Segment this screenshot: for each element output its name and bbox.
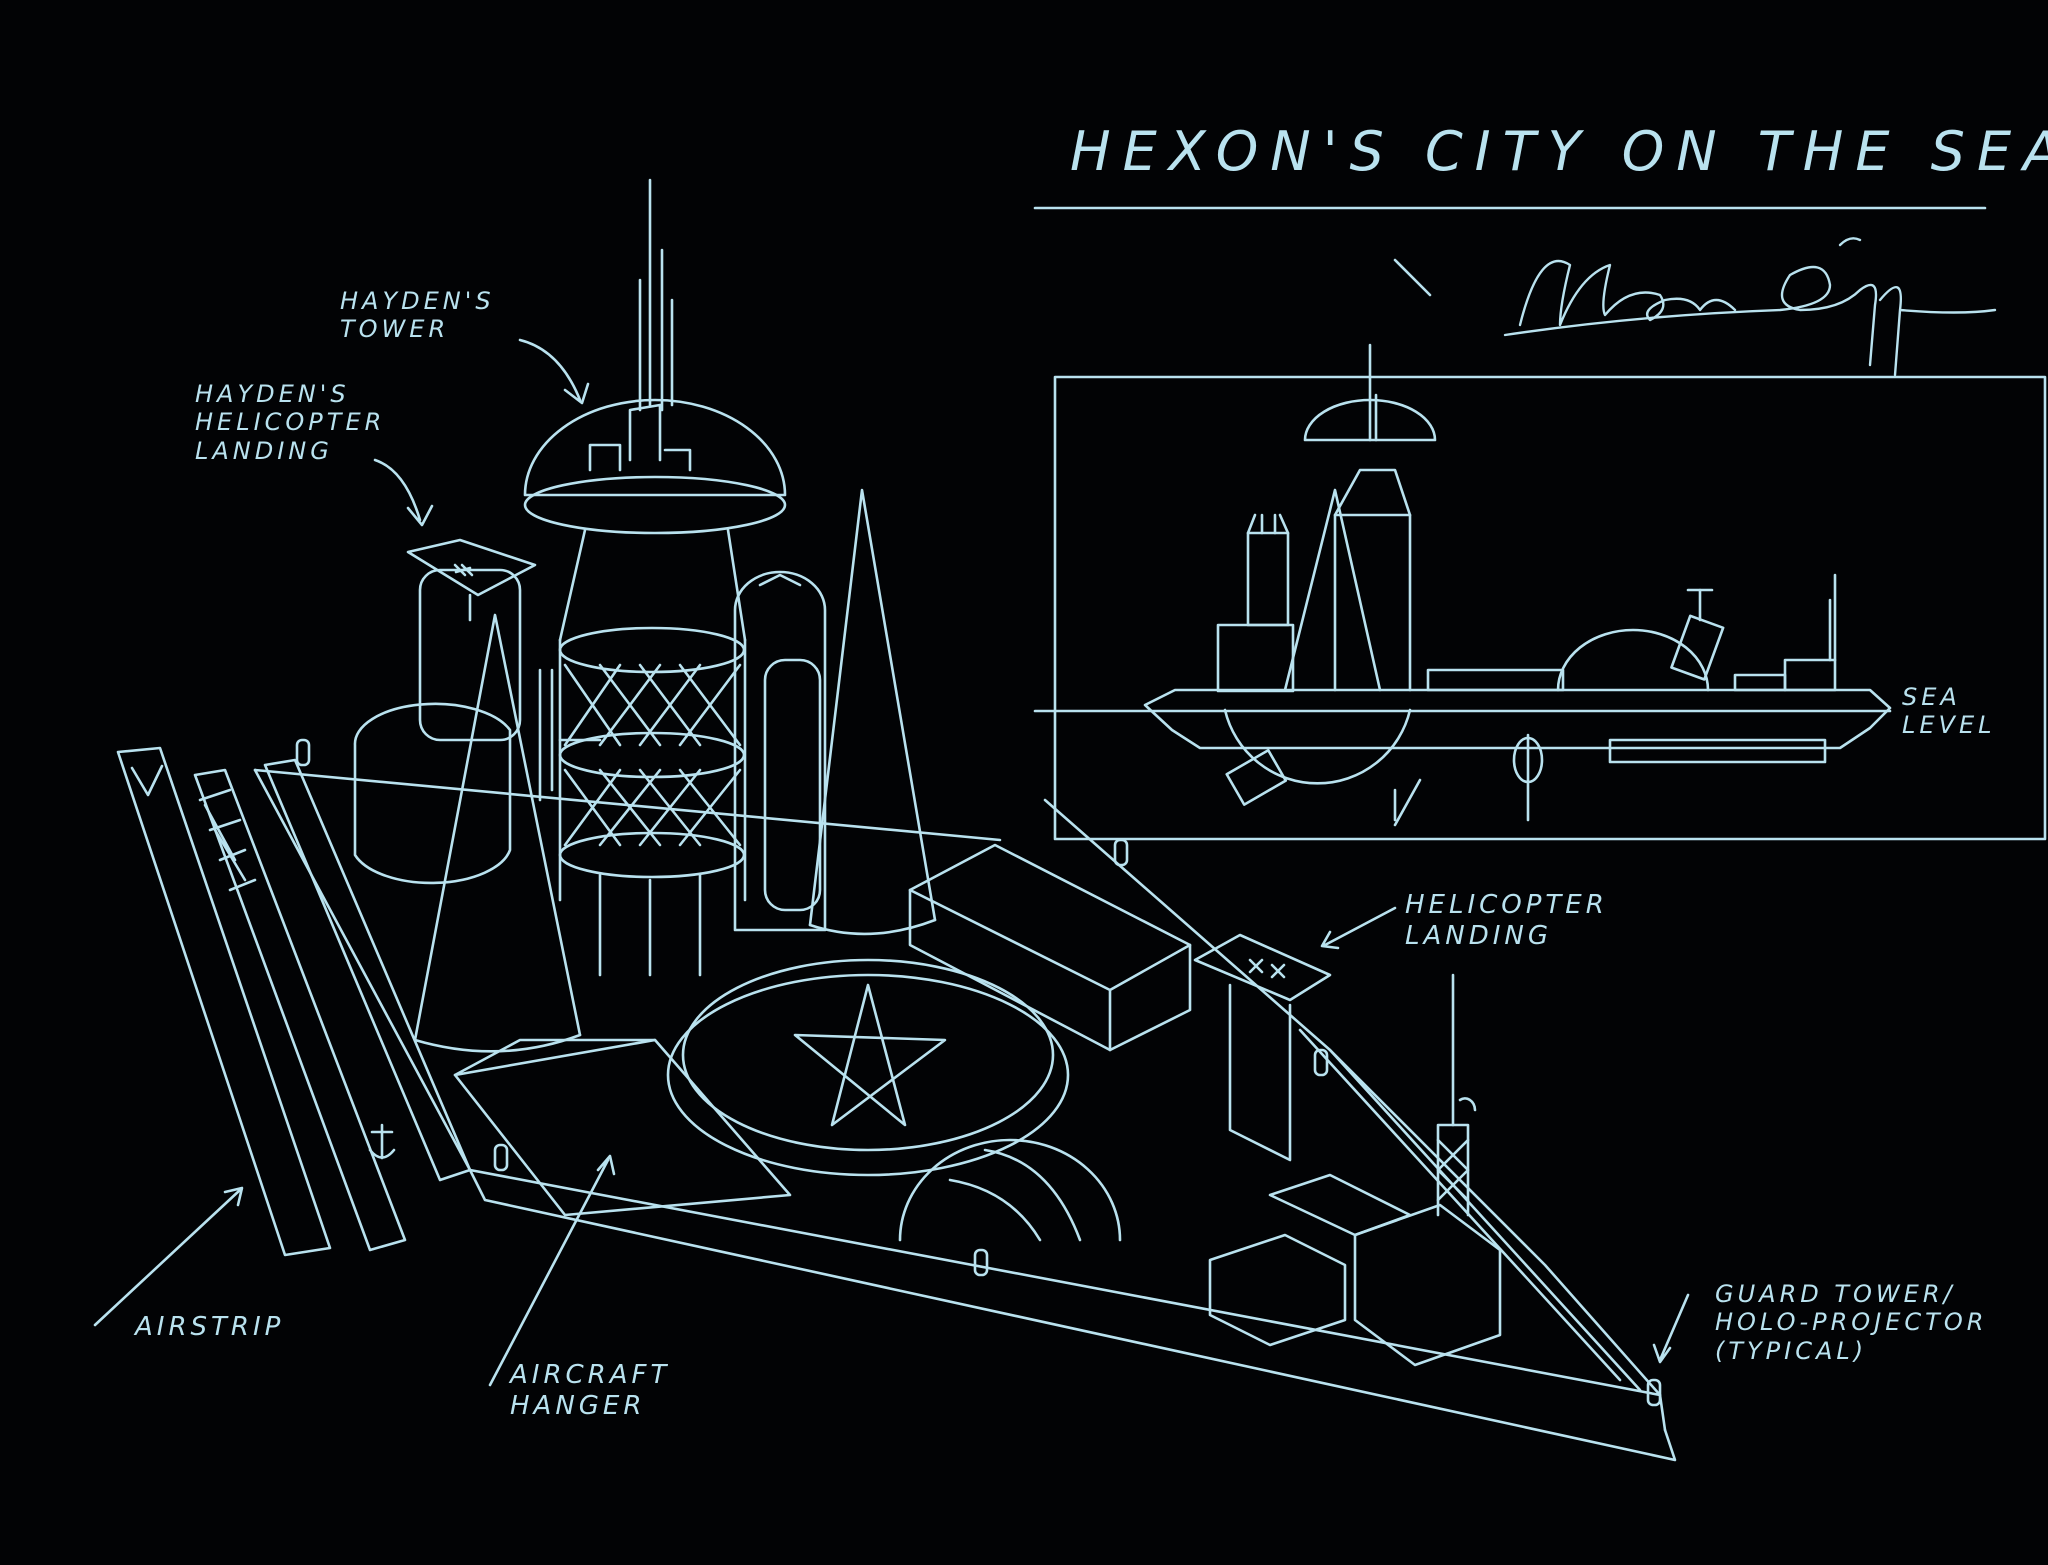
guard-towers — [295, 738, 1662, 1407]
elevation-block-left — [1216, 623, 1295, 693]
aircraft-hanger — [453, 1038, 792, 1217]
right-cone — [808, 488, 937, 927]
elevation-tower-left-cap — [1246, 513, 1290, 535]
right-cone-base — [808, 918, 937, 936]
haydens-landing-h — [453, 563, 474, 577]
tower-dome-rim — [523, 475, 787, 535]
helipad-right-column — [1228, 983, 1292, 1162]
tower-lattice-1 — [563, 663, 742, 747]
guard-post-6 — [1646, 1378, 1662, 1407]
elevation-pod — [1225, 748, 1288, 806]
guard-post-4 — [1113, 838, 1129, 867]
helipad-right-mark — [1248, 958, 1286, 979]
lattice-mast-cross — [1436, 1138, 1470, 1202]
left-cone — [413, 613, 582, 1042]
elevation-antenna-low — [1393, 778, 1422, 827]
elevation-dome — [1303, 398, 1437, 442]
tower-base — [598, 873, 702, 977]
label-guard-tower: GUARD TOWER/ HOLO-PROJECTOR (TYPICAL) — [1715, 1280, 1988, 1365]
platform-front-face — [468, 1168, 1677, 1462]
label-sea-level: SEA LEVEL — [1902, 683, 1996, 740]
haydens-landing-pad — [406, 538, 537, 597]
platform-top-edge — [253, 768, 1667, 1432]
tower-pipes — [538, 668, 602, 802]
side-pipe — [763, 658, 822, 912]
pentagram-icon — [793, 983, 947, 1127]
hanger-roof-line — [453, 1038, 657, 1077]
airstrip-band-2 — [263, 758, 472, 1182]
front-dome-rib — [983, 1148, 1082, 1242]
long-box-building — [908, 843, 1192, 1052]
front-dome-rib-2 — [948, 1178, 1042, 1242]
elevation-keel-box — [1608, 738, 1827, 764]
elevation-hull — [1143, 688, 1892, 750]
tower-buildings — [588, 403, 692, 472]
label-airstrip: AIRSTRIP — [135, 1312, 285, 1342]
elevation-cone — [1283, 488, 1382, 692]
airstrip-chevron — [130, 764, 164, 797]
guard-post-2 — [493, 1143, 509, 1172]
elevation-big-dome — [1556, 628, 1710, 692]
elevation-small-tower — [1670, 614, 1725, 681]
platform — [253, 768, 1677, 1462]
arrow-helicopter-landing — [1320, 906, 1397, 950]
label-helicopter-landing: HELICOPTER LANDING — [1405, 890, 1608, 951]
elevation-block-mid — [1426, 668, 1565, 692]
elevation-sphere — [1223, 708, 1412, 785]
side-dome-tower — [733, 570, 827, 932]
arrow-guard-tower — [1652, 1293, 1690, 1364]
helipad-right — [1193, 933, 1332, 1002]
long-box-top-edge — [908, 888, 1192, 1052]
elevation-block-right — [1733, 673, 1787, 692]
airstrip — [116, 746, 472, 1257]
front-dome — [898, 1138, 1122, 1242]
airstrip-band-1 — [193, 768, 407, 1252]
tower-band-1 — [558, 626, 746, 674]
city-linework — [93, 178, 2047, 1462]
guard-post-3 — [973, 1248, 989, 1277]
airstrip-outline — [116, 746, 332, 1257]
label-haydens-helicopter-landing: HAYDEN'S HELICOPTER LANDING — [195, 380, 386, 465]
front-block-2 — [1353, 1203, 1502, 1367]
label-aircraft-hanger: AIRCRAFT HANGER — [510, 1360, 671, 1421]
front-block-3 — [1268, 1173, 1412, 1237]
page-title: HEXON'S CITY ON THE SEA — [1070, 120, 2048, 183]
platform-rail — [1328, 1048, 1642, 1392]
left-cone-base — [413, 1033, 582, 1053]
elevation-view — [1033, 258, 2047, 841]
elevation-main-tower — [1333, 468, 1412, 692]
title-pointer — [1393, 258, 1432, 297]
main-helipad — [681, 958, 1055, 1152]
tower-band-3 — [558, 831, 746, 879]
side-dome-window — [758, 573, 802, 587]
guard-post-5 — [1313, 1048, 1329, 1077]
haydens-tower — [523, 178, 787, 977]
elevation-block-right-b — [1783, 658, 1837, 692]
tower-dome — [523, 398, 787, 497]
label-haydens-tower: HAYDEN'S TOWER — [340, 287, 495, 344]
tower-upper-body — [558, 528, 747, 642]
guard-post-1 — [295, 738, 311, 767]
airstrip-truss — [198, 788, 257, 892]
elevation-tower-left — [1246, 531, 1290, 627]
signature-icon — [1503, 237, 1997, 377]
tower-lattice-2 — [563, 768, 742, 847]
arrow-aircraft-hanger — [488, 1154, 616, 1387]
arrow-haydens-tower — [518, 338, 590, 405]
elevation-frame — [1053, 375, 2047, 841]
front-block-1 — [1208, 1233, 1347, 1347]
main-helipad-base — [666, 973, 1070, 1177]
arrow-airstrip — [93, 1186, 244, 1327]
base-cylinder — [353, 702, 512, 885]
anchor-icon — [368, 1123, 396, 1160]
lattice-mast — [1436, 1123, 1470, 1217]
platform-rail-2 — [1298, 1028, 1622, 1382]
rear-cylinder — [418, 568, 522, 742]
arrow-haydens-landing — [373, 458, 434, 527]
lattice-mast-dish — [1458, 1097, 1477, 1112]
